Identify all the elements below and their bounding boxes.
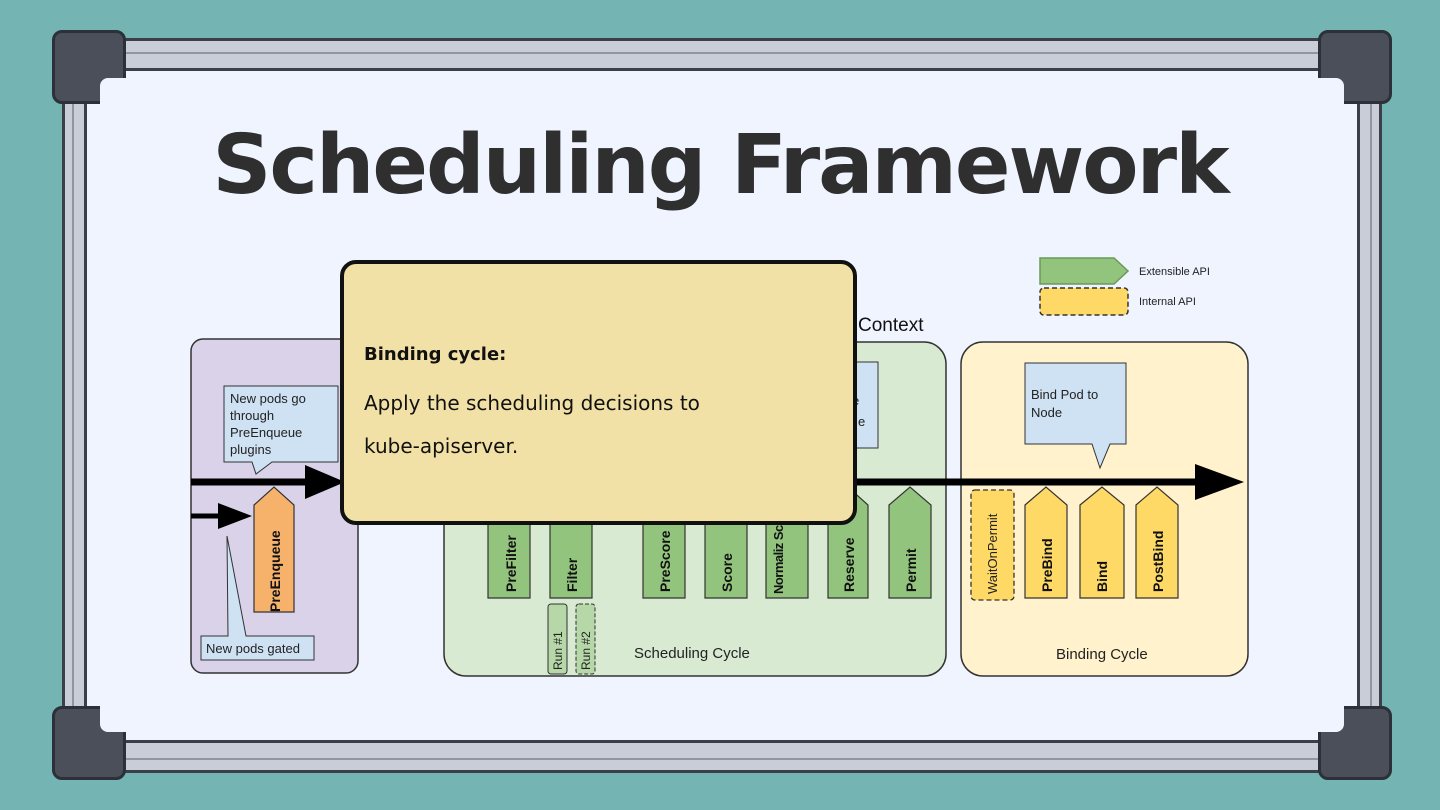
- binding-callout: Bind Pod to Node: [1024, 362, 1127, 470]
- legend-internal-swatch: [1039, 287, 1129, 316]
- legend-extensible-label: Extensible API: [1139, 266, 1210, 278]
- gated-callout-label: New pods gated: [206, 641, 300, 656]
- plugin-label-prescore: PreScore: [657, 530, 673, 592]
- plugin-label-filter: Filter: [564, 557, 580, 592]
- legend: Extensible API Internal API: [1039, 257, 1210, 316]
- binding-cycle-label: Binding Cycle: [1056, 646, 1148, 663]
- legend-internal-label: Internal API: [1139, 296, 1196, 308]
- binding-callout-line-1: Bind Pod to: [1031, 387, 1098, 402]
- filter-run-2: Run #2: [575, 603, 596, 675]
- plugin-label-postbind: PostBind: [1150, 531, 1166, 592]
- main-flow-arrowhead-left: [305, 465, 345, 499]
- preenqueue-plugin: PreEnqueue: [253, 486, 295, 613]
- binding-plugin-waitonpermit: WaitOnPermit: [970, 489, 1015, 601]
- preenqueue-plugin-label: PreEnqueue: [267, 530, 283, 612]
- scheduling-callout-fragment-2: e: [858, 414, 865, 429]
- legend-extensible-swatch: [1039, 257, 1130, 285]
- note-line-1: Apply the scheduling decisions to: [364, 391, 700, 415]
- frame-rail-left: [72, 48, 74, 764]
- preenqueue-callout-line-3: PreEnqueue: [230, 425, 302, 440]
- plugin-label-normalize-score: Normaliz Score: [771, 506, 786, 594]
- context-label: Context: [858, 315, 924, 336]
- note-line-2: kube-apiserver.: [364, 434, 519, 458]
- scheduling-plugin-permit: Permit: [888, 486, 932, 599]
- main-flow-arrowhead-right: [1195, 464, 1244, 500]
- preenqueue-callout-line-1: New pods go: [230, 391, 306, 406]
- binding-plugin-prebind: PreBind: [1024, 486, 1068, 599]
- run-label-1: Run #1: [551, 631, 565, 670]
- note-body: Apply the scheduling decisions to kube-a…: [364, 382, 824, 468]
- frame-rail-top: [70, 52, 1376, 54]
- plugin-label-bind: Bind: [1094, 561, 1110, 592]
- note-heading: Binding cycle:: [364, 344, 507, 365]
- frame-corner-top-left: [52, 30, 126, 104]
- plugin-label-score: Score: [719, 553, 735, 592]
- scheduling-cycle-label: Scheduling Cycle: [634, 645, 750, 662]
- gated-callout: New pods gated: [200, 535, 315, 661]
- binding-plugin-postbind: PostBind: [1135, 486, 1179, 599]
- filter-run-1: Run #1: [547, 603, 568, 675]
- preenqueue-callout-line-2: through: [230, 408, 274, 423]
- preenqueue-callout-line-4: plugins: [230, 442, 272, 457]
- plugin-label-waitonpermit: WaitOnPermit: [985, 513, 1000, 594]
- preenqueue-callout: New pods go through PreEnqueue plugins: [223, 385, 339, 475]
- plugin-label-prebind: PreBind: [1039, 538, 1055, 592]
- frame-corner-top-right: [1318, 30, 1392, 104]
- binding-plugin-bind: Bind: [1079, 486, 1125, 599]
- binding-cycle-note-card: Binding cycle: Apply the scheduling deci…: [340, 260, 857, 525]
- binding-callout-line-2: Node: [1031, 405, 1062, 420]
- frame-rail-bottom: [70, 758, 1376, 760]
- frame-corner-bottom-left: [52, 706, 126, 780]
- plugin-label-permit: Permit: [903, 548, 919, 592]
- slide-title: Scheduling Framework: [212, 118, 1229, 213]
- frame-corner-bottom-right: [1318, 706, 1392, 780]
- run-label-2: Run #2: [579, 631, 593, 670]
- gated-flow-arrowhead: [218, 503, 252, 529]
- plugin-label-reserve: Reserve: [841, 537, 857, 592]
- frame-rail-right: [1370, 48, 1372, 764]
- plugin-label-prefilter: PreFilter: [503, 535, 519, 592]
